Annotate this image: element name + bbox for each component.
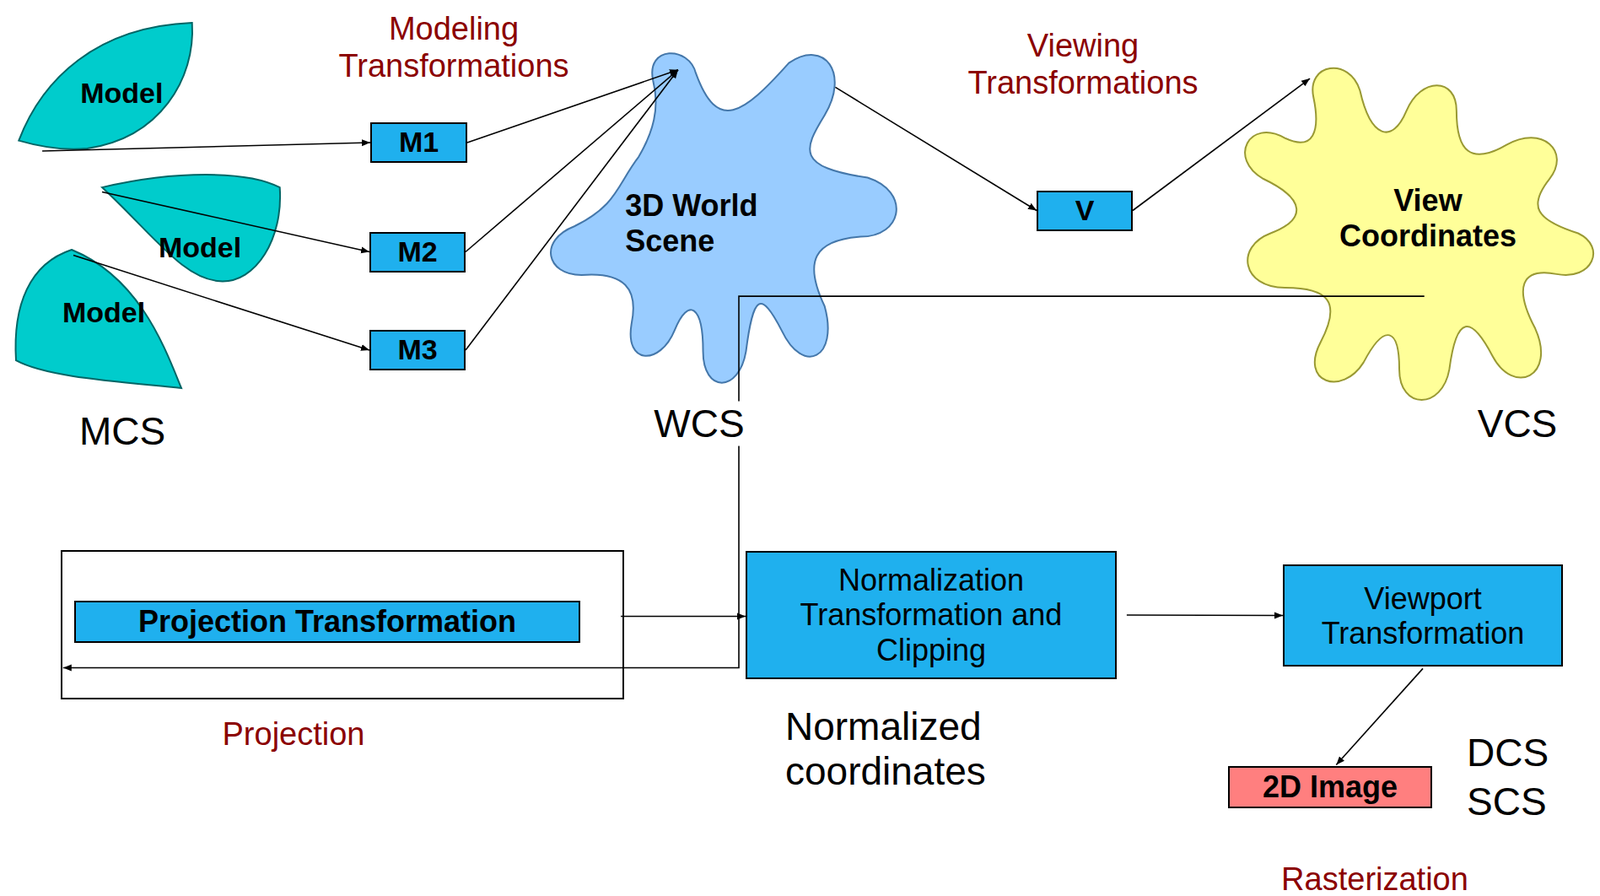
node-text: Projection Transformation: [138, 603, 517, 639]
process-box: Normalization Transformation and Clippin…: [745, 550, 1117, 679]
transform-box: M1: [370, 122, 468, 163]
model-shape: Model: [15, 20, 196, 151]
transform-box: M3: [369, 329, 466, 371]
projection-frame: [61, 550, 624, 699]
stage-label: Modeling Transformations: [307, 10, 600, 85]
world-scene-blob: 3D World Scene: [545, 45, 904, 394]
node-text: 3D World Scene: [624, 188, 803, 259]
node-text: Model: [62, 296, 146, 330]
coordinate-system-label: WCS: [651, 401, 747, 447]
node-text: Normalization Transformation and Clippin…: [754, 562, 1109, 668]
transform-box: M2: [369, 231, 466, 273]
model-shape: Model: [102, 170, 284, 284]
node-text: 2D Image: [1262, 769, 1398, 804]
node-text: M3: [397, 333, 437, 367]
process-box: Projection Transformation: [74, 600, 581, 643]
node-text: M2: [397, 235, 437, 269]
flow-arrow: [1126, 614, 1283, 616]
view-coordinates-blob: View Coordinates: [1234, 63, 1593, 404]
coordinate-system-label: MCS: [76, 409, 168, 454]
model-shape: Model: [12, 249, 182, 388]
process-box: Viewport Transformation: [1282, 564, 1563, 667]
stage-label: Rasterization: [1278, 861, 1471, 896]
stage-label: Viewing Transformations: [937, 27, 1229, 102]
node-text: Model: [158, 231, 242, 265]
transform-box: V: [1036, 190, 1133, 232]
coordinate-system-label: Normalized coordinates: [782, 704, 1041, 794]
flow-arrow: [620, 615, 746, 618]
node-text: View Coordinates: [1314, 183, 1542, 254]
coordinate-system-label: DCS: [1464, 730, 1552, 776]
node-text: Viewport Transformation: [1291, 580, 1555, 651]
node-text: Model: [80, 76, 163, 110]
node-text: V: [1075, 193, 1095, 227]
blob-outline: [102, 170, 284, 284]
node-text: M1: [398, 125, 439, 159]
stage-label: Projection: [220, 716, 368, 754]
flow-arrow: [1336, 668, 1423, 765]
coordinate-system-label: VCS: [1475, 401, 1561, 447]
output-box: 2D Image: [1228, 765, 1433, 809]
coordinate-system-label: SCS: [1464, 779, 1550, 825]
